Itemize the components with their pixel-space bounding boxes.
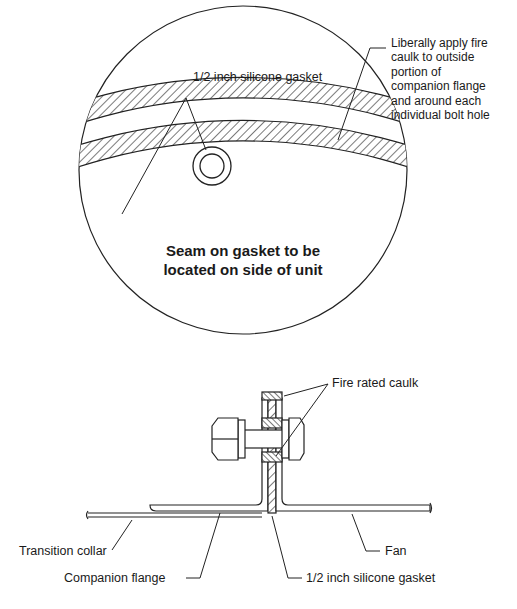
callout-label: Companion flange <box>64 571 165 586</box>
callout-label: Fan <box>385 544 407 559</box>
gasket-section <box>193 147 231 185</box>
callout-label: 1/2 inch silicone gasket <box>306 571 435 586</box>
leader-lines <box>122 48 386 214</box>
detail-circle <box>79 6 407 334</box>
callout-label: Fire rated caulk <box>332 376 418 391</box>
leader-lines <box>112 384 380 578</box>
callout-label: Transition collar <box>19 544 107 559</box>
callout-label: 1/2 inch silicone gasket <box>193 70 322 85</box>
gasket-bore <box>200 154 224 178</box>
note-label: Liberally apply fire caulk to outside po… <box>391 36 491 122</box>
note-label: Seam on gasket to be located on side of … <box>143 242 343 280</box>
flange-section <box>87 392 432 519</box>
